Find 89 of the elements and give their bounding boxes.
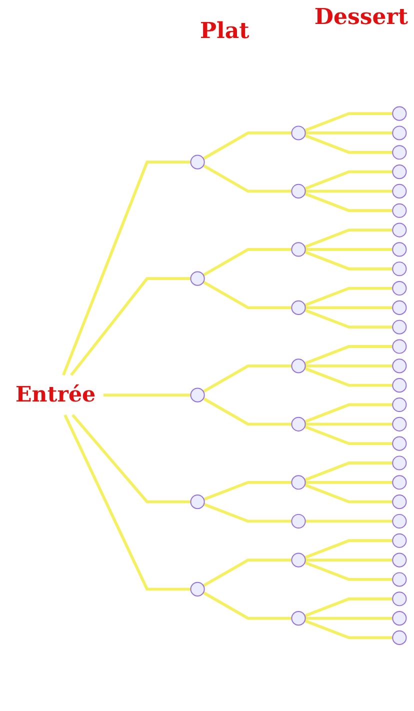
- node-circle: [392, 144, 407, 160]
- connector: [72, 414, 191, 504]
- connector: [202, 591, 292, 620]
- node-circle: [392, 533, 407, 548]
- connector: [202, 558, 292, 587]
- connector: [305, 190, 393, 193]
- node-circle: [190, 271, 205, 286]
- connector: [305, 131, 393, 134]
- node-circle: [392, 222, 407, 238]
- node-circle: [392, 494, 407, 509]
- node-circle: [291, 242, 306, 257]
- node-circle: [392, 184, 407, 198]
- connector: [305, 364, 393, 368]
- connector: [304, 366, 393, 387]
- node-circle: [291, 126, 306, 140]
- node-text: Entrée: [16, 382, 96, 408]
- connector: [304, 425, 393, 445]
- connector: [304, 286, 393, 306]
- node-circle: [392, 106, 407, 121]
- node-circle: [392, 416, 407, 432]
- node-circle: [392, 339, 407, 354]
- connector: [304, 308, 393, 328]
- node-circle: [392, 164, 407, 179]
- connector: [305, 480, 393, 484]
- node-circle: [190, 582, 205, 596]
- connector: [202, 248, 292, 276]
- connector: [304, 561, 393, 581]
- connector: [305, 306, 393, 309]
- node-circle: [392, 203, 407, 218]
- node-circle: [392, 630, 407, 645]
- node-circle: [392, 514, 407, 528]
- node-circle: [392, 358, 407, 374]
- node-circle: [291, 610, 306, 626]
- node-circle: [291, 416, 306, 432]
- node-circle: [291, 552, 306, 568]
- node-circle: [392, 280, 407, 296]
- node-circle: [190, 388, 205, 402]
- connector: [203, 480, 292, 501]
- node-circle: [392, 552, 407, 568]
- node-circle: [291, 358, 306, 374]
- connector: [304, 170, 393, 190]
- connector: [103, 393, 191, 396]
- connector: [305, 558, 393, 562]
- connector: [202, 164, 292, 193]
- node-circle: [291, 514, 306, 528]
- node-circle: [392, 610, 407, 626]
- node-circle: [291, 474, 306, 490]
- node-circle: [392, 378, 407, 392]
- connector: [202, 280, 292, 309]
- connector: [202, 364, 292, 393]
- node-circle: [392, 456, 407, 470]
- column-heading: Dessert: [314, 4, 408, 30]
- node-circle: [190, 154, 205, 170]
- node-circle: [392, 126, 407, 140]
- connector: [304, 250, 393, 270]
- connector: [304, 483, 393, 504]
- node-circle: [392, 474, 407, 490]
- node-circle: [392, 436, 407, 451]
- connector: [304, 597, 393, 618]
- node-circle: [392, 572, 407, 587]
- connector: [305, 422, 393, 426]
- connector: [304, 112, 393, 132]
- connector: [64, 414, 191, 590]
- node-circle: [392, 320, 407, 334]
- connector: [305, 616, 393, 620]
- node-circle: [392, 591, 407, 606]
- connector: [202, 131, 292, 160]
- connector: [203, 502, 292, 523]
- column-heading: Plat: [200, 18, 250, 44]
- node-circle: [392, 242, 407, 257]
- connector: [304, 539, 393, 559]
- connector: [62, 160, 191, 376]
- node-circle: [291, 300, 306, 315]
- connector: [305, 520, 393, 523]
- connector: [304, 192, 393, 212]
- connector: [202, 397, 292, 426]
- node-circle: [392, 300, 407, 315]
- connector: [304, 344, 393, 365]
- connector: [304, 619, 393, 640]
- connector: [70, 276, 191, 376]
- connector: [305, 248, 393, 251]
- node-circle: [392, 397, 407, 412]
- node-circle: [291, 184, 306, 198]
- node-circle: [190, 494, 205, 509]
- node-circle: [392, 261, 407, 276]
- connector: [304, 134, 393, 154]
- connector: [304, 461, 393, 482]
- connector: [304, 403, 393, 423]
- connector: [304, 228, 393, 248]
